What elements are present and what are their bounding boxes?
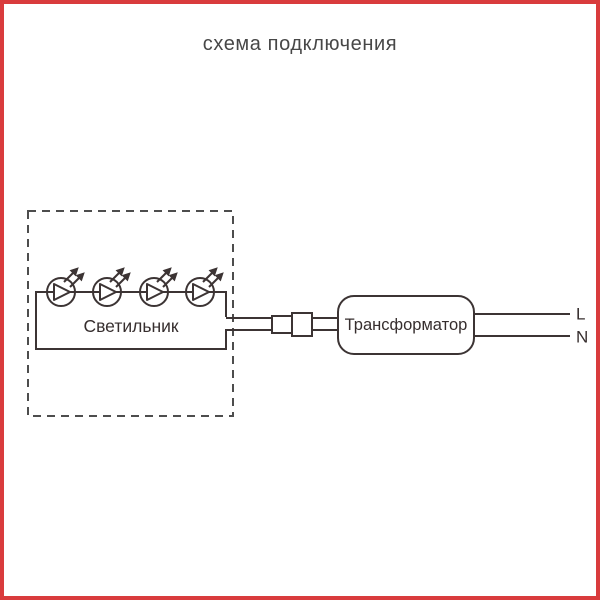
terminal-label-n: N	[576, 328, 588, 347]
led-icon	[185, 267, 224, 307]
transformer-label: Трансформатор	[345, 316, 468, 334]
terminal-label-l: L	[576, 305, 585, 324]
transformer-box	[337, 295, 475, 355]
lamp-label: Светильник	[83, 316, 178, 336]
lamp-box	[35, 291, 227, 350]
connector-plug	[271, 315, 293, 334]
connector-socket	[291, 312, 313, 337]
led-icon	[92, 267, 131, 307]
led-icon	[46, 267, 85, 307]
page-title: схема подключения	[202, 33, 398, 55]
wiring-diagram: Трансформатор Светильник L N	[27, 210, 588, 417]
lamp-dashed-boundary	[27, 210, 234, 417]
led-icon	[139, 267, 178, 307]
